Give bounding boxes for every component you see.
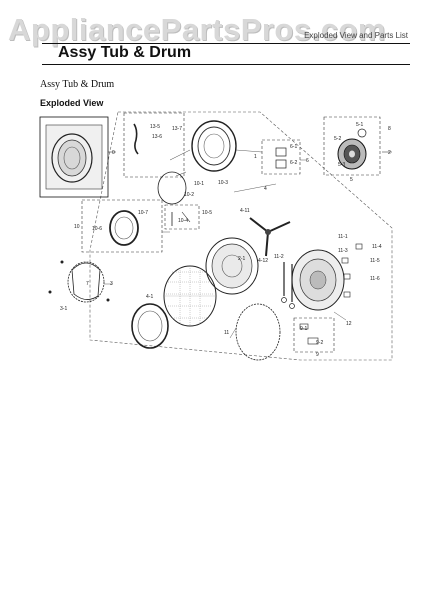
section-title: Exploded View — [40, 98, 104, 108]
sub-title: Assy Tub & Drum — [40, 79, 115, 90]
callout-3-1: 3-1 — [60, 306, 67, 312]
hinge-bracket-group — [48, 260, 110, 303]
door-gasket-group — [123, 112, 237, 178]
sensor-group — [293, 317, 335, 353]
callout-4-1: 4-1 — [146, 294, 153, 300]
callout-11-3: 11-3 — [338, 248, 348, 254]
front-drum-ring-inner — [137, 310, 163, 342]
header-note: Exploded View and Parts List — [304, 31, 408, 40]
door-ring-group — [81, 199, 200, 253]
motor-group — [323, 116, 392, 176]
callout-4: 4 — [264, 186, 267, 192]
callout-11-2: 11-2 — [274, 254, 284, 260]
callout-6-1: 6-1 — [290, 144, 297, 150]
callout-10-2: 10-2 — [184, 192, 194, 198]
inner-drum — [163, 265, 217, 327]
callout-11: 11 — [224, 330, 229, 336]
page-title: Assy Tub & Drum — [58, 44, 192, 61]
callout-8: 8 — [388, 126, 391, 132]
callout-5-2: 5-2 — [334, 136, 341, 142]
callout-3: 3 — [110, 281, 113, 287]
callout-10-6: 10-6 — [92, 226, 102, 232]
callout-5: 5 — [350, 177, 353, 183]
header-rule — [42, 43, 410, 44]
callout-11-1: 11-1 — [338, 234, 348, 240]
callout-11-6: 11-6 — [370, 276, 380, 282]
callout-0: 0 — [112, 150, 115, 156]
drum-spider — [249, 217, 291, 257]
header-rule-bottom — [42, 64, 410, 65]
callout-5-1: 5-1 — [356, 122, 363, 128]
callout-2-1: 2-1 — [238, 256, 245, 262]
glass-lens-part — [157, 171, 187, 205]
front-drum-ring — [131, 303, 169, 349]
leader-lines — [104, 149, 347, 339]
callout-9: 9 — [316, 352, 319, 358]
callout-6-2: 6-2 — [290, 160, 297, 166]
callout-4-11: 4-11 — [240, 208, 250, 214]
tub-front-gasket — [235, 303, 281, 361]
callout-6: 6 — [306, 158, 309, 164]
tub-back-group — [291, 243, 363, 311]
callout-12: 12 — [346, 321, 352, 327]
hose-group — [281, 262, 295, 309]
callout-10-5: 10-5 — [202, 210, 212, 216]
drum-back — [205, 237, 259, 295]
callout-10-3: 10-3 — [218, 180, 228, 186]
callout-labels: 0 1 2 3 4 5 6 7 8 9 10 11 12 13-5 13-7 1… — [60, 122, 391, 358]
callout-1: 1 — [254, 154, 257, 160]
callout-10: 10 — [74, 224, 80, 230]
pump-group — [261, 139, 301, 175]
callout-11-5: 11-5 — [370, 258, 380, 264]
callout-11-4: 11-4 — [372, 244, 382, 250]
callout-2: 2 — [388, 150, 391, 156]
callout-13-5: 13-5 — [150, 124, 160, 130]
callout-5-3: 5-3 — [338, 162, 345, 168]
main-enclosure — [89, 111, 393, 361]
callout-10-1: 10-1 — [194, 181, 204, 187]
callout-10-7: 10-7 — [138, 210, 148, 216]
callout-10-4: 10-4 — [178, 218, 188, 224]
watermark: AppliancePartsPros.com — [8, 12, 386, 47]
callout-13-7: 13-7 — [172, 126, 182, 132]
callout-9-2: 9-2 — [316, 340, 323, 346]
callout-7: 7 — [86, 281, 89, 287]
callout-4-12: 4-12 — [258, 258, 268, 264]
front-panel-assembly — [39, 116, 116, 198]
callout-9-1: 9-1 — [300, 326, 307, 332]
callout-13-6: 13-6 — [152, 134, 162, 140]
